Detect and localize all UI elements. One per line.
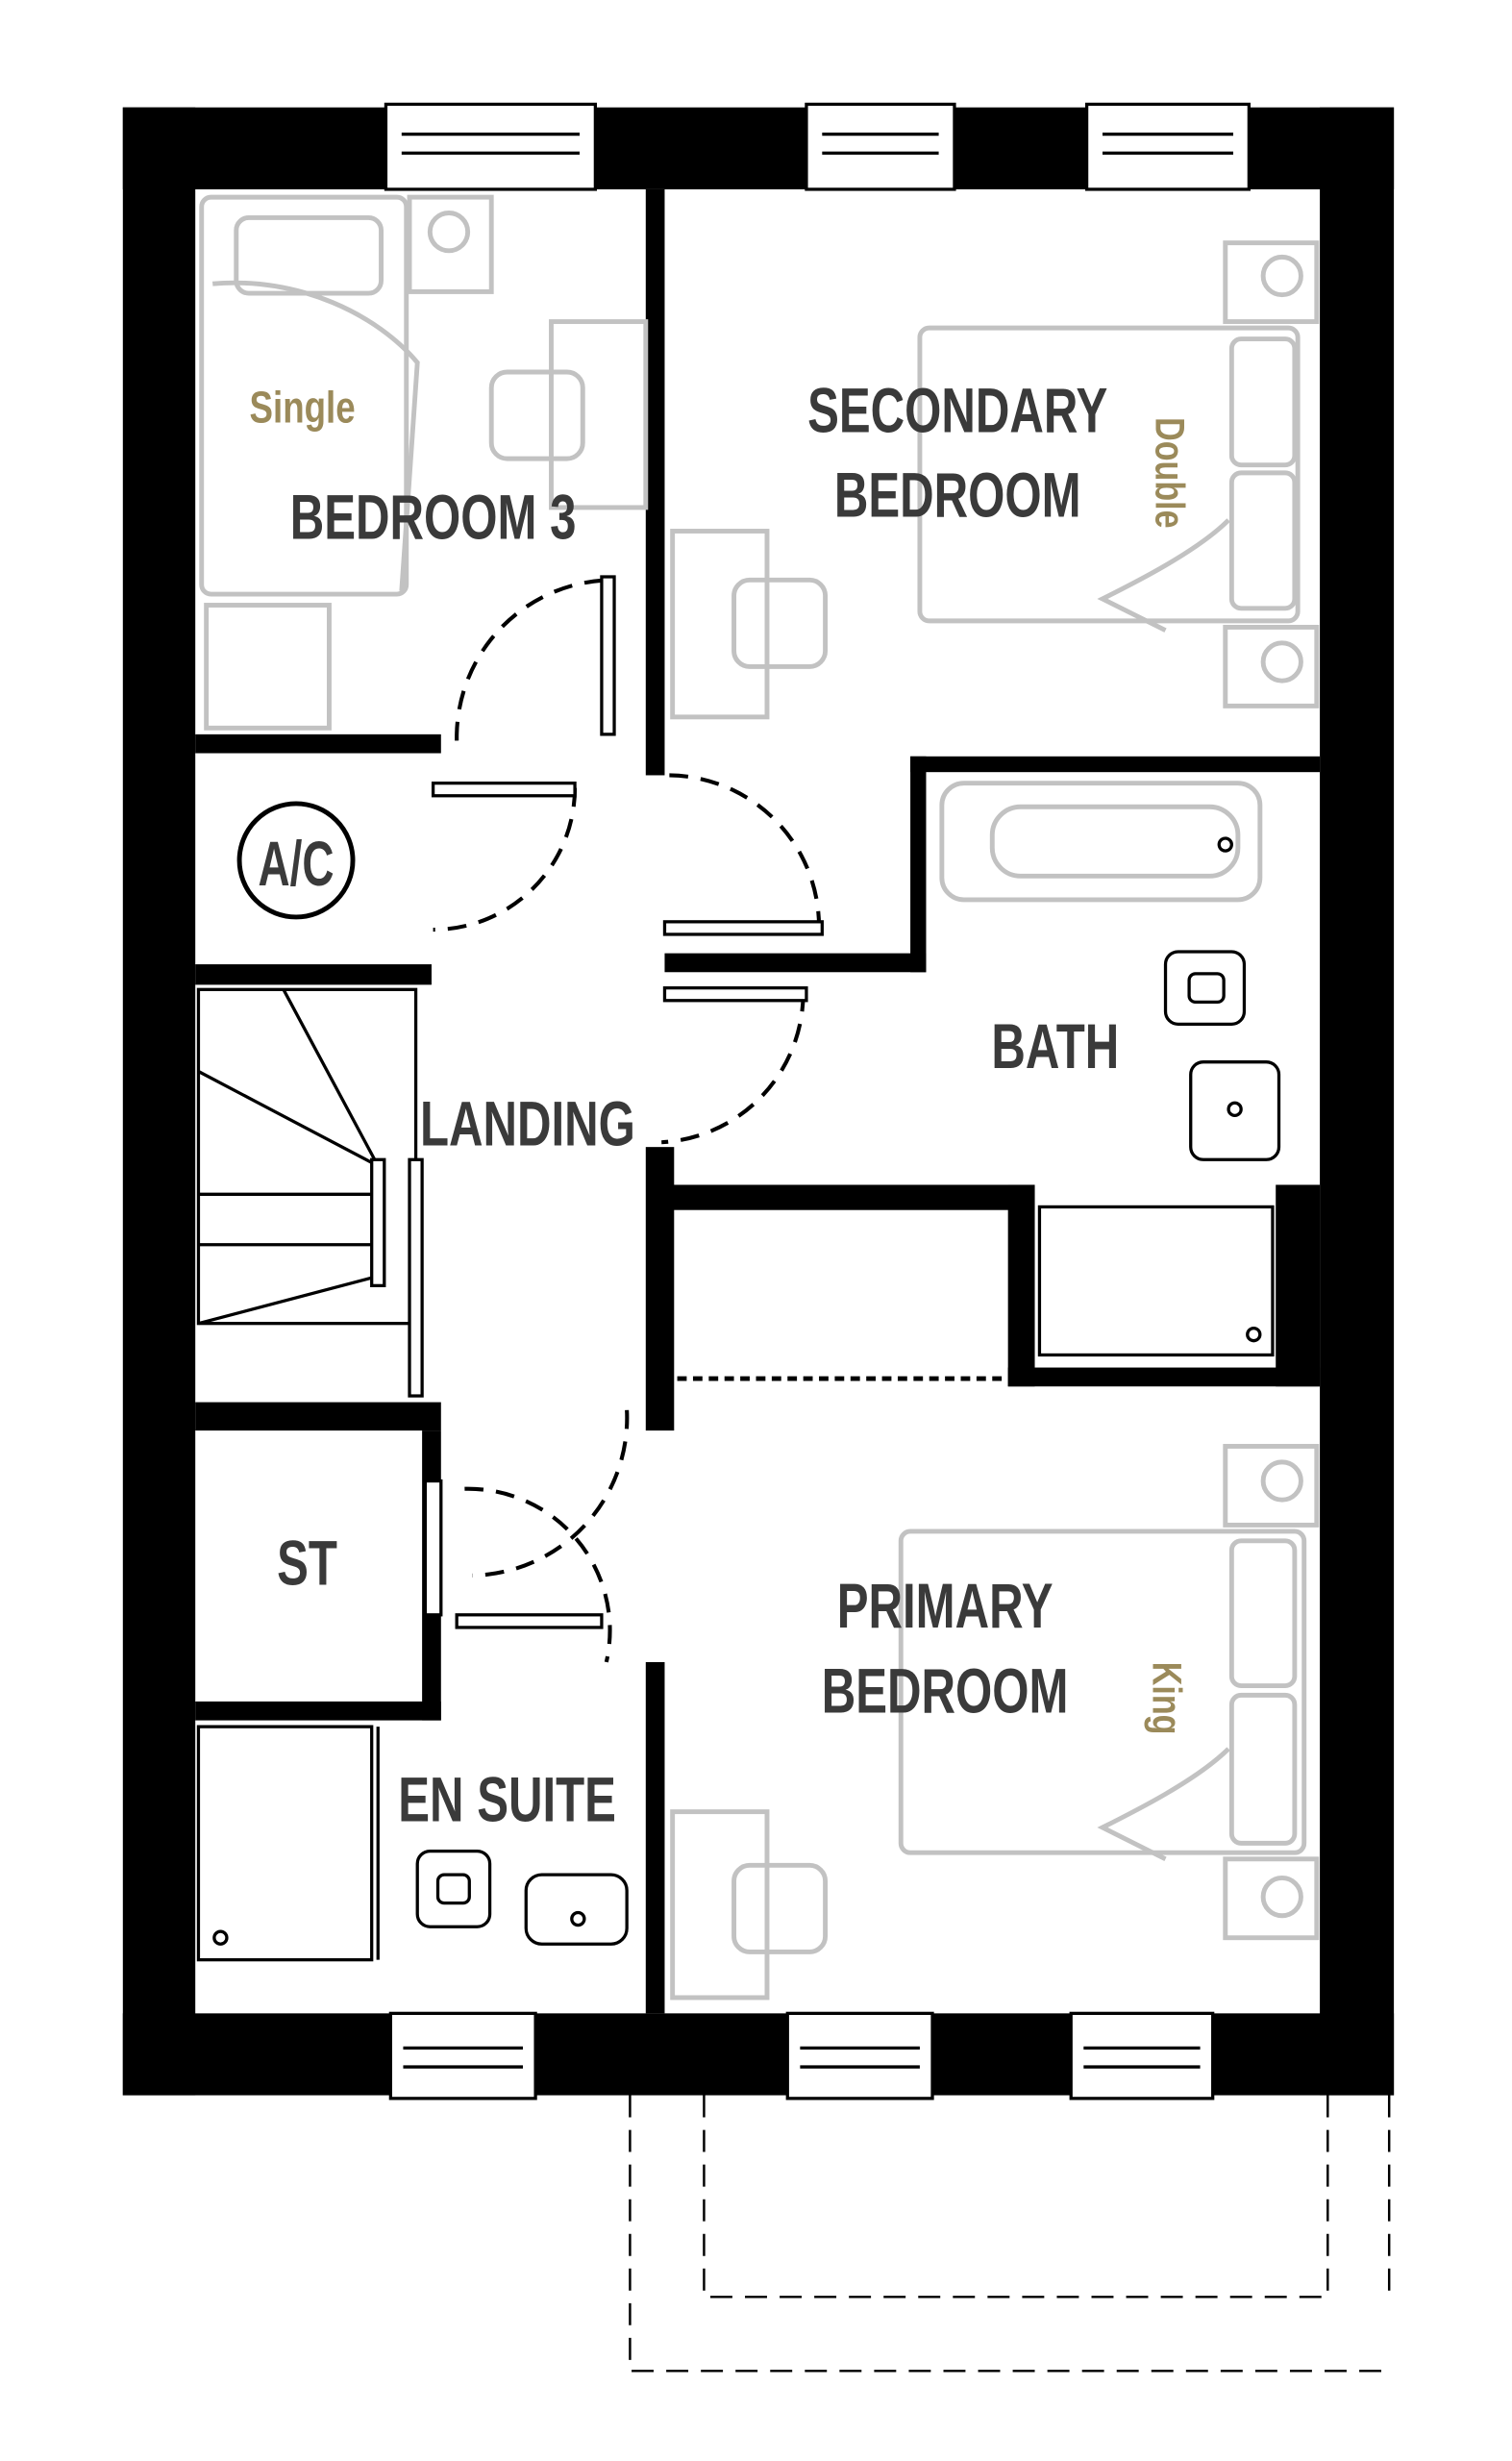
bed-label-king: King	[1143, 1662, 1188, 1735]
bed-label-double: Double	[1147, 417, 1192, 528]
window	[805, 102, 956, 191]
king-bed	[898, 1529, 1307, 1861]
shower	[1037, 1205, 1275, 1357]
label-primary-2: BEDROOM	[822, 1657, 1069, 1727]
bedside-table	[1223, 1856, 1320, 1941]
single-bed	[199, 194, 420, 597]
basin	[1189, 1060, 1281, 1161]
label-bedroom3: BEDROOM 3	[290, 484, 577, 553]
side-table	[204, 603, 332, 731]
label-secondary-2: BEDROOM	[834, 461, 1081, 531]
ac-circle	[236, 801, 356, 920]
windows	[384, 102, 1252, 2101]
bedside-table	[1223, 624, 1320, 708]
label-secondary-1: SECONDARY	[807, 377, 1107, 446]
ensuite-toilet	[415, 1849, 492, 1928]
bed-label-single: Single	[250, 382, 356, 432]
desk	[488, 319, 649, 510]
label-landing: LANDING	[420, 1090, 635, 1159]
label-store: ST	[277, 1529, 337, 1599]
bedside-table	[1223, 240, 1320, 325]
label-ac: A/C	[259, 829, 335, 899]
desk	[670, 529, 829, 720]
window	[785, 2011, 934, 2101]
label-primary-1: PRIMARY	[837, 1572, 1053, 1641]
double-bed	[917, 325, 1301, 633]
label-bath: BATH	[991, 1013, 1119, 1082]
furniture	[196, 194, 1320, 2001]
bedside-table	[407, 194, 494, 294]
staircase	[196, 987, 424, 1398]
bathtub	[939, 781, 1263, 903]
desk	[670, 1809, 829, 2001]
ensuite-shower	[196, 1725, 374, 1962]
label-ensuite: EN SUITE	[398, 1766, 616, 1835]
toilet	[1163, 950, 1247, 1026]
window	[1069, 2011, 1215, 2101]
window	[388, 2011, 537, 2101]
window	[1084, 102, 1252, 191]
outer-walls	[122, 107, 1395, 2096]
ensuite-basin	[524, 1873, 629, 1946]
window	[384, 102, 598, 191]
balcony-outline	[629, 2095, 1395, 2373]
bedside-table	[1223, 1444, 1320, 1528]
doors	[423, 575, 1005, 1663]
